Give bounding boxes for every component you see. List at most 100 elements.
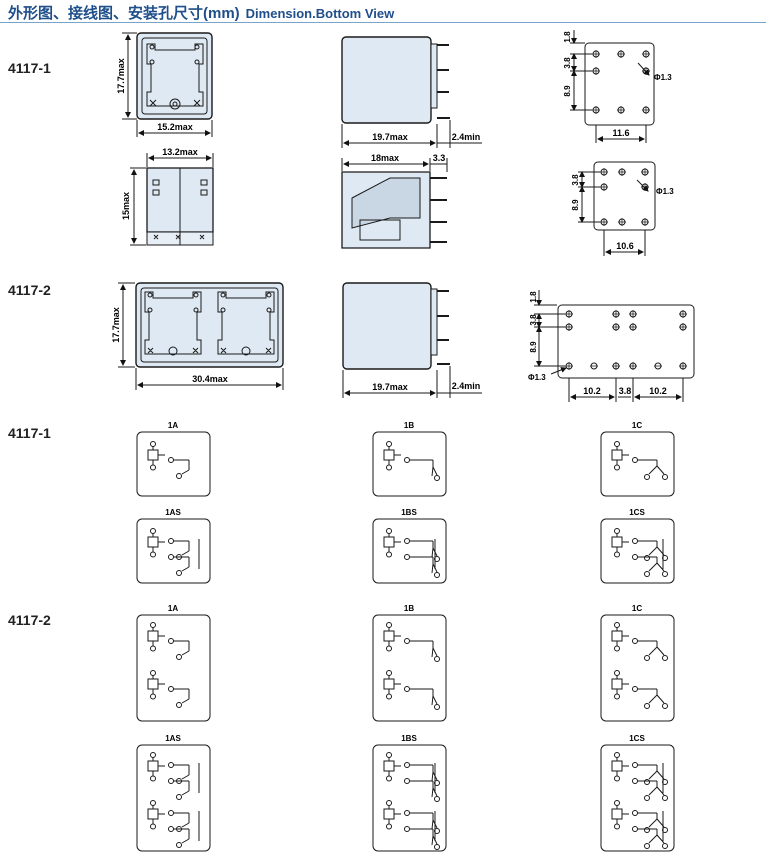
coil-symbol — [147, 760, 159, 772]
dim-8.9-2: 8.9 — [529, 341, 538, 353]
contact-terminal — [662, 571, 668, 577]
dim-30.4max: 30.4max — [192, 374, 228, 384]
wiring-box-C — [600, 518, 675, 584]
dim-3.8-2: 3.8 — [529, 314, 538, 326]
wiring-box-B — [372, 431, 447, 497]
drawing-4117-1-top-view — [122, 32, 213, 137]
coil-symbol — [147, 678, 159, 690]
dim-15max: 15max — [121, 192, 131, 220]
wiring-label-4117-2-1cs: 1CS — [629, 734, 645, 743]
coil-symbol — [383, 760, 395, 772]
dim-3.8-b: 3.8 — [571, 174, 580, 186]
wiring-label-4117-2: 4117-2 — [8, 612, 51, 628]
wiring-label-4117-2-1as: 1AS — [165, 734, 181, 743]
contact-terminal — [176, 702, 182, 708]
dim-2.4min-2: 2.4min — [452, 381, 481, 391]
drawing-4117-2-top-view — [118, 282, 284, 390]
wiring-box-A — [136, 518, 211, 584]
coil-symbol — [611, 449, 623, 461]
contact-terminal — [434, 844, 440, 850]
coil-symbol — [611, 760, 623, 772]
contact-terminal — [176, 473, 182, 479]
contact-terminal — [644, 655, 650, 661]
dim-11.6: 11.6 — [612, 128, 629, 138]
dim-8.9-a: 8.9 — [563, 85, 572, 97]
wiring-label-4117-1-1cs: 1CS — [629, 508, 645, 517]
dim-1.8-a: 1.8 — [563, 31, 572, 43]
coil-symbol — [147, 449, 159, 461]
contact-terminal — [644, 827, 650, 833]
coil-symbol — [383, 630, 395, 642]
dim-1.8-2: 1.8 — [529, 291, 538, 303]
dim-phi1.3-a: Φ1.3 — [654, 73, 672, 82]
contact-terminal — [176, 794, 182, 800]
contact-terminal — [644, 555, 650, 561]
coil-symbol — [147, 630, 159, 642]
dim-10.2-left: 10.2 — [583, 386, 601, 396]
wiring-box-B — [372, 518, 447, 584]
dim-10.6: 10.6 — [616, 241, 634, 251]
contact-terminal — [434, 796, 440, 802]
dim-18max: 18max — [371, 153, 399, 163]
dim-19.7max-2: 19.7max — [372, 382, 408, 392]
contact-terminal — [644, 843, 650, 849]
drawing-4117-1-front-view — [130, 153, 214, 246]
dim-phi1.3-2: Φ1.3 — [528, 373, 546, 382]
wiring-box-C — [600, 431, 675, 497]
contact-terminal — [176, 654, 182, 660]
dim-3.3: 3.3 — [433, 153, 446, 163]
drawing-4117-1-side-view — [341, 36, 482, 148]
drawing-4117-1-side-profile — [341, 158, 448, 249]
title-underline — [0, 22, 766, 23]
contact-terminal — [662, 703, 668, 709]
dim-8.9-b: 8.9 — [571, 199, 580, 211]
contact-terminal — [662, 843, 668, 849]
wiring-label-4117-1-1a: 1A — [168, 421, 178, 430]
dim-3.8-a: 3.8 — [563, 57, 572, 69]
wiring-label-4117-2-1a: 1A — [168, 604, 178, 613]
wiring-label-4117-1-1c: 1C — [632, 421, 642, 430]
contact-terminal — [176, 570, 182, 576]
contact-terminal — [644, 571, 650, 577]
page-title: 外形图、接线图、安装孔尺寸(mm)Dimension.Bottom View — [8, 2, 394, 23]
contact-terminal — [644, 703, 650, 709]
contact-terminal — [434, 572, 440, 578]
drawing-4117-2-side-view — [342, 282, 482, 398]
wiring-box-A — [136, 431, 211, 497]
wiring-diagrams — [136, 431, 675, 852]
coil-symbol — [611, 808, 623, 820]
dim-19.7max-1: 19.7max — [372, 132, 408, 142]
coil-symbol — [147, 536, 159, 548]
contact-terminal — [644, 474, 650, 480]
contact-terminal — [176, 842, 182, 848]
contact-terminal — [662, 655, 668, 661]
dim-3.8-mid: 3.8 — [619, 386, 632, 396]
wiring-label-4117-1-1bs: 1BS — [401, 508, 417, 517]
contact-terminal — [662, 795, 668, 801]
contact-terminal — [662, 474, 668, 480]
coil-symbol — [147, 808, 159, 820]
contact-terminal — [434, 475, 440, 481]
dim-17.7max-2: 17.7max — [111, 307, 121, 343]
wiring-label-4117-1-1b: 1B — [404, 421, 414, 430]
model-label-4117-2: 4117-2 — [8, 282, 51, 298]
coil-symbol — [383, 678, 395, 690]
dim-2.4min-1: 2.4min — [452, 132, 481, 142]
dim-17.7max: 17.7max — [116, 58, 126, 94]
drawing-4117-1-hole-pattern-b — [578, 161, 656, 256]
coil-symbol — [383, 808, 395, 820]
wiring-label-4117-1-1as: 1AS — [165, 508, 181, 517]
dim-13.2max: 13.2max — [162, 147, 198, 157]
dim-10.2-right: 10.2 — [649, 386, 667, 396]
contact-terminal — [644, 795, 650, 801]
wiring-label-4117-2-1bs: 1BS — [401, 734, 417, 743]
coil-symbol — [611, 630, 623, 642]
coil-symbol — [383, 449, 395, 461]
wiring-label-4117-2-1c: 1C — [632, 604, 642, 613]
contact-terminal — [644, 779, 650, 785]
coil-symbol — [611, 678, 623, 690]
drawing-4117-1-hole-pattern-a — [570, 30, 655, 143]
wiring-label-4117-2-1b: 1B — [404, 604, 414, 613]
wiring-label-4117-1: 4117-1 — [8, 425, 51, 441]
dim-15.2max: 15.2max — [157, 122, 193, 132]
